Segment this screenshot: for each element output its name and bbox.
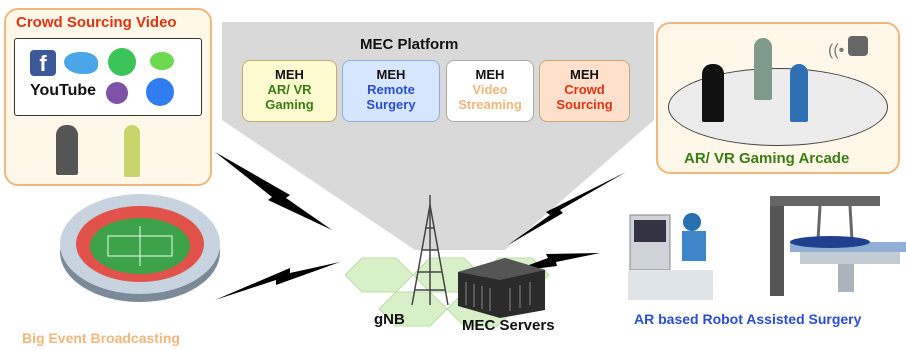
- vr-player-icon: [702, 64, 724, 122]
- meh-head: MEH: [275, 67, 304, 82]
- mec-servers-label: MEC Servers: [462, 317, 555, 334]
- arcade-panel-title: AR/ VR Gaming Arcade: [684, 150, 850, 167]
- messenger-icon: [146, 78, 174, 106]
- youtube-icon: YouTube: [30, 82, 96, 100]
- meh-video-streaming: MEH Video Streaming: [446, 60, 534, 122]
- broadcast-label: Big Event Broadcasting: [22, 330, 180, 346]
- crowd-sourcing-panel: Crowd Sourcing Video f YouTube: [4, 8, 212, 186]
- facebook-icon: f: [30, 50, 56, 76]
- wifi-signal-icon: ((•: [828, 42, 845, 59]
- gnb-label: gNB: [374, 311, 405, 328]
- robot-surgery-icon: [628, 196, 906, 300]
- meh-label: Crowd Sourcing: [556, 82, 613, 112]
- ar-vr-arcade-panel: ((• AR/ VR Gaming Arcade: [656, 22, 900, 174]
- meh-head: MEH: [475, 67, 505, 82]
- meh-crowd-sourcing: MEH Crowd Sourcing: [539, 60, 630, 122]
- meh-label: Remote Surgery: [366, 82, 416, 112]
- whatsapp-icon: [108, 48, 136, 76]
- vr-player-icon-3: [790, 64, 808, 122]
- stadium-icon: [60, 190, 220, 302]
- mec-platform-title: MEC Platform: [360, 36, 459, 53]
- arcade-floor: [668, 68, 888, 146]
- crowd-panel-title: Crowd Sourcing Video: [16, 14, 177, 31]
- wechat-icon: [150, 52, 174, 70]
- viber-icon: [106, 82, 128, 104]
- mec-platform-funnel: [222, 22, 654, 250]
- mec-server-icon: [458, 258, 545, 318]
- meh-head: MEH: [570, 67, 599, 82]
- person-with-phone-icon: [56, 125, 78, 175]
- person-with-phone-icon-2: [124, 125, 140, 177]
- meh-remote-surgery: MEH Remote Surgery: [342, 60, 440, 122]
- gnb-tower-icon: [411, 195, 449, 306]
- meh-head: MEH: [376, 67, 406, 82]
- meh-label: AR/ VR Gaming: [265, 82, 314, 112]
- meh-label: Video Streaming: [458, 82, 522, 112]
- vr-player-icon-2: [754, 38, 772, 100]
- twitter-icon: [64, 52, 98, 74]
- antenna-icon: [848, 36, 868, 56]
- youtube-label: YouTube: [30, 82, 97, 99]
- meh-ar-vr-gaming: MEH AR/ VR Gaming: [242, 60, 337, 122]
- surgery-label: AR based Robot Assisted Surgery: [634, 311, 862, 327]
